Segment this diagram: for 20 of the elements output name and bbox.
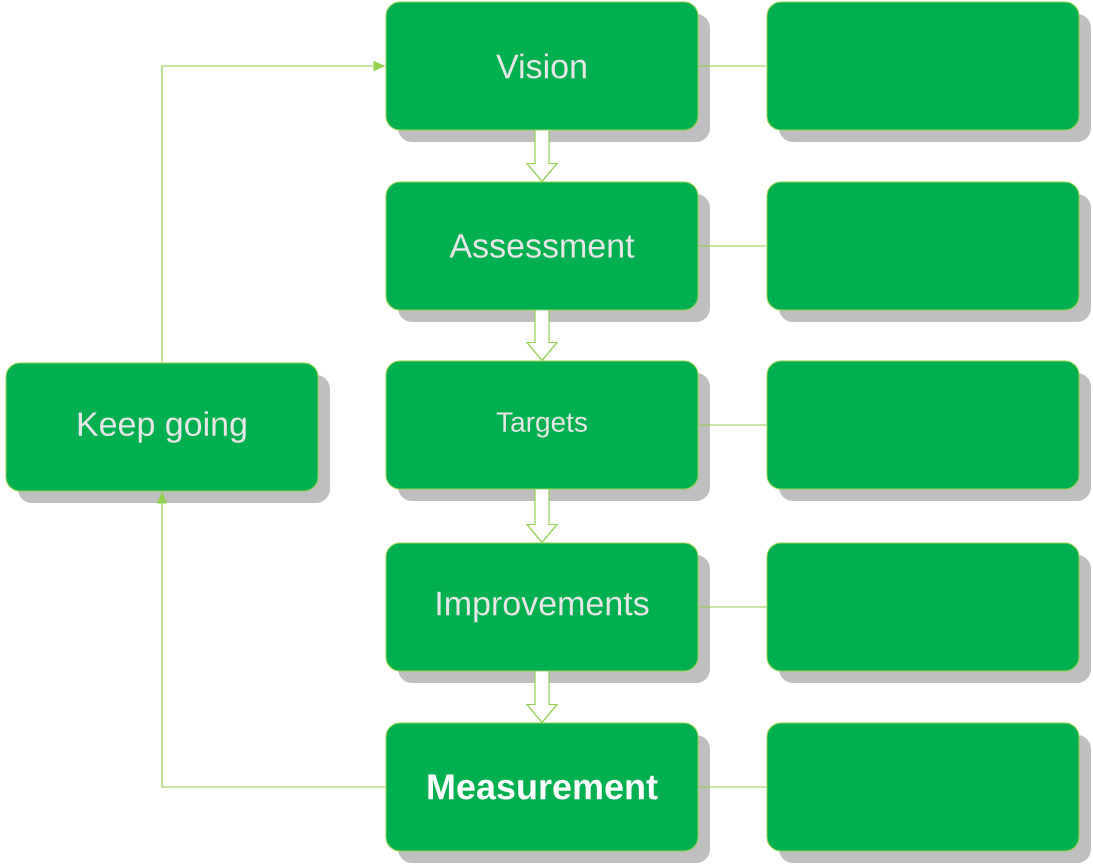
empty-box	[766, 360, 1091, 501]
process-box: Assessment	[385, 181, 710, 322]
connector-line	[697, 606, 768, 608]
empty-box	[766, 722, 1091, 863]
connector-line	[697, 424, 768, 426]
process-box: Measurement	[385, 722, 710, 863]
process-box: Improvements	[385, 542, 710, 683]
connector-line	[697, 786, 768, 788]
hollow-arrow	[525, 488, 559, 544]
hollow-arrow	[525, 129, 559, 183]
empty-box	[766, 542, 1091, 683]
process-box: Vision	[385, 1, 710, 142]
process-box: Keep going	[5, 362, 330, 503]
empty-box	[766, 1, 1091, 142]
hollow-arrow	[525, 309, 559, 362]
empty-box	[766, 181, 1091, 322]
connector-line	[697, 245, 768, 247]
hollow-arrow	[525, 670, 559, 724]
process-box: Targets	[385, 360, 710, 501]
connector-line	[697, 65, 768, 67]
